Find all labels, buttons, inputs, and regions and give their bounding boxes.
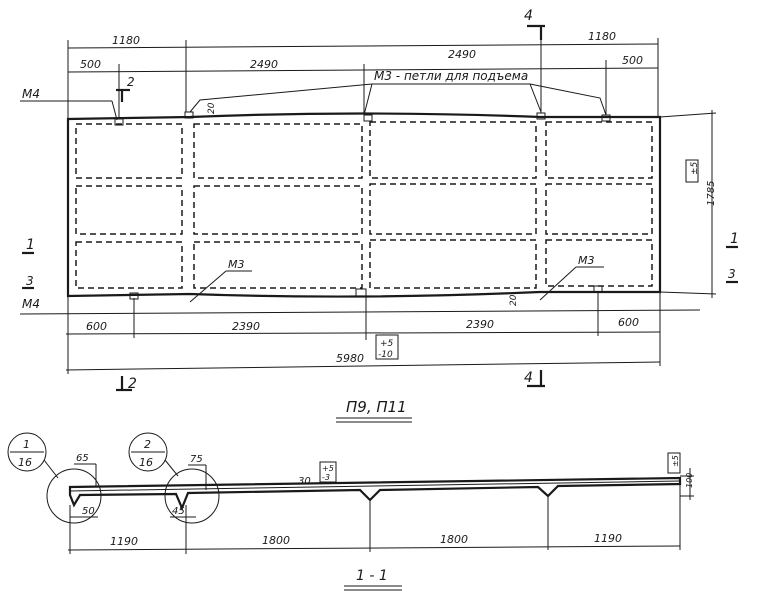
section-mark-3-right: 3 (728, 267, 736, 281)
section-title: 1 - 1 (356, 568, 388, 584)
dim-small-20-right: 20 (509, 294, 519, 306)
dim-75: 75 (190, 454, 203, 465)
m3-loop-2 (363, 114, 373, 122)
height-tolerance-box (667, 452, 681, 474)
dim-65: 65 (76, 453, 89, 464)
section-mark-1-right: 1 (730, 231, 739, 247)
dim-top-2490-right: 2490 (448, 48, 476, 61)
dim-height-100: 100 (685, 473, 694, 488)
dim-top-1180-left: 1180 (112, 34, 140, 47)
dim-bottom-2390-left: 2390 (232, 320, 260, 333)
dim-bottom-2390-right: 2390 (466, 318, 494, 331)
dim-top-500-left: 500 (80, 58, 101, 71)
callout-2-sheet: 16 (139, 456, 153, 469)
total-tolerance-box (375, 334, 399, 360)
m3-lifting-loops-note: М3 - петли для подъема (374, 69, 528, 83)
section-tolerance-top: +5 (322, 464, 334, 473)
slab-section-profile (68, 476, 682, 511)
callout-bubble-1 (7, 432, 47, 472)
section-mark-4-bottom: 4 (524, 370, 533, 386)
detail-circle-1 (46, 468, 102, 524)
label-m4-top: М4 (22, 87, 40, 101)
plan-title: П9, П11 (346, 398, 407, 416)
dim-30: 30 (298, 476, 311, 487)
height-tolerance: ±5 (671, 455, 680, 467)
dim-50: 50 (82, 506, 95, 517)
dim-small-20: 20 (207, 102, 217, 114)
width-tolerance: ±5 (690, 161, 700, 175)
section-mark-3-left: 3 (26, 274, 34, 288)
section-mark-2-top: 2 (127, 75, 135, 89)
section-bottom-dimensions (67, 484, 681, 554)
dim-bottom-600-left: 600 (86, 320, 107, 333)
total-tolerance-top: +5 (380, 339, 394, 349)
label-m3-left: М3 (228, 258, 245, 271)
top-dimensions (67, 38, 659, 119)
dim-top-500-right: 500 (622, 54, 643, 67)
section-mark-1-left: 1 (26, 237, 35, 253)
rib-cells (75, 121, 653, 289)
section-dim-1800-right: 1800 (440, 533, 468, 546)
total-tolerance-bottom: -10 (378, 350, 393, 360)
width-tolerance-box (685, 159, 699, 183)
section-marks (22, 24, 738, 392)
section-tolerance-bottom: -3 (322, 473, 330, 482)
dim-top-2490-left: 2490 (250, 58, 278, 71)
m3-loop-1 (184, 111, 194, 119)
bottom-dimensions (19, 292, 701, 374)
dim-bottom-600-right: 600 (618, 316, 639, 329)
callout-2-number: 2 (144, 438, 151, 451)
section-view: 1 16 2 16 65 75 50 45 30 +5 -3 100 ±5 (7, 432, 694, 591)
detail-circle-2 (164, 468, 220, 524)
dim-total-5980: 5980 (336, 352, 364, 365)
dim-width-1785: 1785 (706, 181, 717, 206)
callout-bubble-2 (128, 432, 168, 472)
callout-1-number: 1 (23, 438, 30, 451)
section-mark-2-bottom: 2 (128, 376, 137, 392)
dim-top-1180-right: 1180 (588, 30, 616, 43)
slab-outline (66, 112, 662, 298)
callout-1-sheet: 16 (18, 456, 32, 469)
section-tolerance-box (319, 461, 337, 483)
label-m4-bottom: М4 (22, 297, 40, 311)
section-dim-1190-left: 1190 (110, 535, 138, 548)
m3-loop-4 (355, 288, 367, 297)
width-dimension (659, 110, 717, 298)
section-dim-1800-left: 1800 (262, 534, 290, 547)
section-dim-1190-right: 1190 (594, 532, 622, 545)
label-m3-right: М3 (578, 254, 595, 267)
section-mark-4-top: 4 (524, 8, 533, 24)
plan-view: 1180 2490 2490 1180 500 500 20 М3 - петл… (19, 8, 739, 423)
dim-45: 45 (172, 506, 185, 517)
